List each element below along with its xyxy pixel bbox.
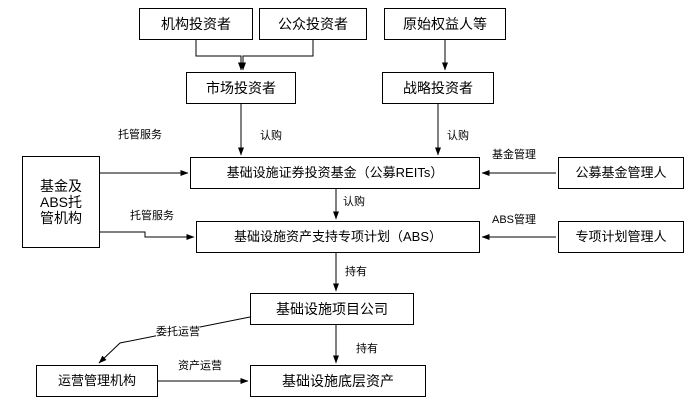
node-plan-manager[interactable]: 专项计划管理人: [558, 221, 684, 253]
node-public-fund-manager[interactable]: 公募基金管理人: [558, 157, 684, 189]
edge-inst-to-market: [195, 40, 244, 71]
edge-label-abs-management: ABS管理: [492, 214, 537, 226]
edge-label-hold-1: 持有: [345, 266, 367, 278]
edge-label-hold-2: 持有: [356, 343, 378, 355]
node-originator[interactable]: 原始权益人等: [384, 8, 506, 40]
node-institutional-investor[interactable]: 机构投资者: [139, 8, 253, 40]
node-custody-organization[interactable]: 基金及 ABS托 管机构: [22, 156, 100, 248]
edge-label-custody-service-1: 托管服务: [118, 129, 162, 141]
edge-custody-to-abs: [100, 231, 195, 240]
node-market-investor[interactable]: 市场投资者: [186, 72, 296, 104]
edge-project-to-operation: [98, 316, 251, 364]
node-strategic-investor[interactable]: 战略投资者: [382, 72, 494, 104]
edge-label-subscribe-3: 认购: [343, 196, 365, 208]
node-reits-fund[interactable]: 基础设施证券投资基金（公募REITs）: [190, 157, 480, 189]
edge-label-subscribe-1: 认购: [260, 130, 282, 142]
node-operation-organization[interactable]: 运营管理机构: [36, 365, 158, 397]
edge-public-to-market: [240, 40, 314, 71]
edge-label-fund-management: 基金管理: [492, 149, 536, 161]
node-public-investor[interactable]: 公众投资者: [259, 8, 367, 40]
edge-label-asset-operation: 资产运营: [178, 360, 222, 372]
edge-label-subscribe-2: 认购: [447, 130, 469, 142]
edge-label-custody-service-2: 托管服务: [130, 210, 174, 222]
node-project-company[interactable]: 基础设施项目公司: [250, 293, 414, 325]
edge-label-entrust-operation: 委托运营: [156, 326, 200, 338]
node-underlying-asset[interactable]: 基础设施底层资产: [250, 365, 426, 397]
node-abs-plan[interactable]: 基础设施资产支持专项计划（ABS）: [196, 221, 480, 253]
